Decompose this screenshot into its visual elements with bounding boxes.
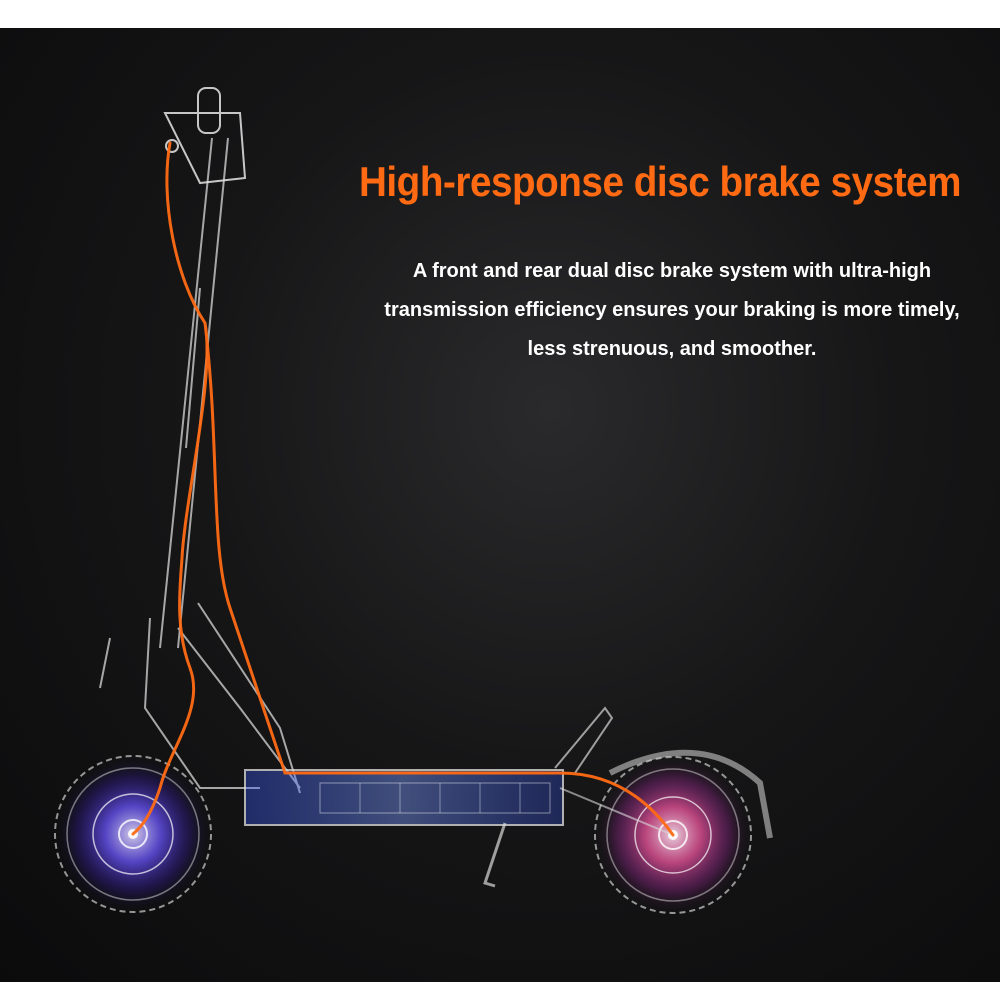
banner-frame: High-response disc brake system A front … [0,28,1000,982]
description-text: A front and rear dual disc brake system … [384,260,960,360]
handlebar-brake-lever-icon [163,87,247,185]
rear-fender-icon [608,749,773,839]
battery-pack-icon [244,769,564,826]
kickstand-icon [483,822,507,888]
headline: High-response disc brake system [358,158,962,205]
scooter-illustration [53,87,773,915]
brake-cable-line [131,141,675,837]
